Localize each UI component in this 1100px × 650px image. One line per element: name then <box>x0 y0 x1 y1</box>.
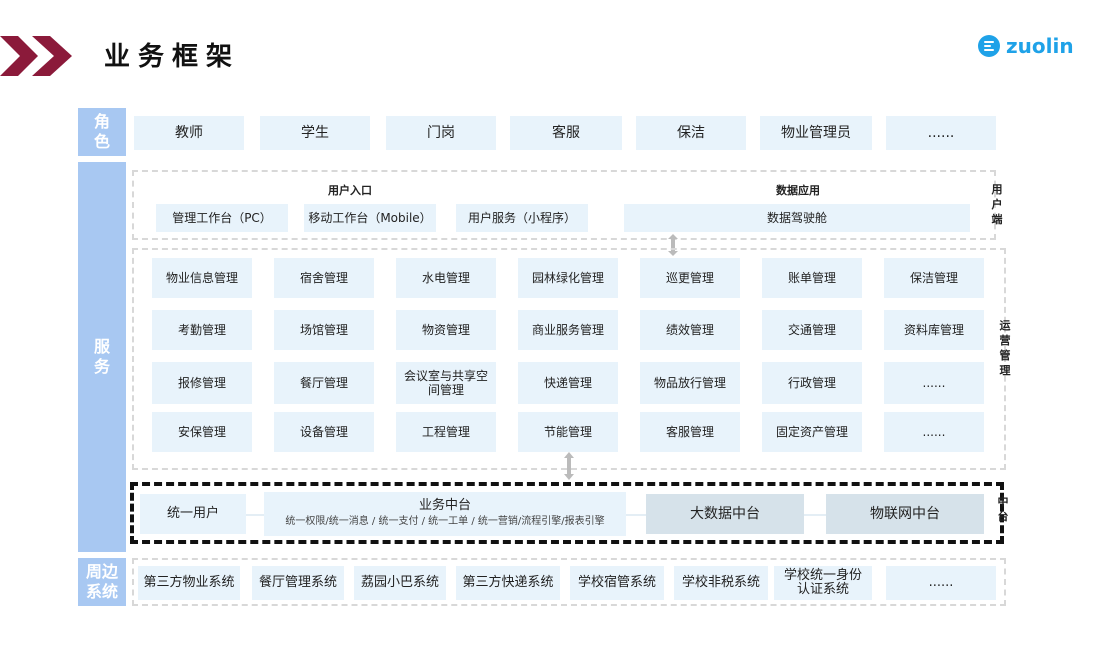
ops-cleaning: 保洁管理 <box>884 258 984 298</box>
entry-mobile-workbench: 移动工作台（Mobile） <box>304 204 436 232</box>
ops-fixed-assets: 固定资产管理 <box>762 412 862 452</box>
connector-line <box>804 514 826 516</box>
ops-attendance: 考勤管理 <box>152 310 252 350</box>
ops-more-2: ...... <box>884 412 984 452</box>
ops-billing: 账单管理 <box>762 258 862 298</box>
role-gatekeeper: 门岗 <box>386 116 496 150</box>
section-label-user-end: 用户端 <box>991 183 1003 226</box>
role-more: ...... <box>886 116 996 150</box>
section-label-operations: 运营管理 <box>999 319 1011 377</box>
ops-meeting-space: 会议室与共享空间管理 <box>396 362 496 404</box>
role-customer-service: 客服 <box>510 116 622 150</box>
periphery-campus-bus: 荔园小巴系统 <box>354 566 446 600</box>
arrow-updown-icon <box>564 452 574 480</box>
business-platform-sub: 统一权限/统一消息 / 统一支付 / 统一工单 / 统一营销/流程引擎/报表引擎 <box>285 516 605 527</box>
data-app-title: 数据应用 <box>776 184 820 197</box>
ops-property-info: 物业信息管理 <box>152 258 252 298</box>
periphery-dorm-system: 学校宿管系统 <box>570 566 664 600</box>
ops-dormitory: 宿舍管理 <box>274 258 374 298</box>
brand-logo: zuolin <box>978 34 1074 58</box>
user-end-frame <box>132 170 996 240</box>
arrow-updown-icon <box>668 234 678 256</box>
periphery-canteen-system: 餐厅管理系统 <box>252 566 344 600</box>
ops-more-1: ...... <box>884 362 984 404</box>
periphery-non-tax-system: 学校非税系统 <box>674 566 768 600</box>
ops-engineering: 工程管理 <box>396 412 496 452</box>
periphery-more: ...... <box>886 566 996 600</box>
ops-administration: 行政管理 <box>762 362 862 404</box>
connector-line <box>626 514 646 516</box>
ops-repair: 报修管理 <box>152 362 252 404</box>
periphery-frame <box>132 558 1006 606</box>
ops-patrol: 巡更管理 <box>640 258 740 298</box>
role-property-admin: 物业管理员 <box>760 116 872 150</box>
side-label-services: 服务 <box>78 162 126 552</box>
ops-item-release: 物品放行管理 <box>640 362 740 404</box>
big-data-platform: 大数据中台 <box>646 494 804 534</box>
section-label-middle: 中台 <box>997 495 1009 523</box>
entry-miniprogram: 用户服务（小程序） <box>456 204 588 232</box>
ops-express: 快递管理 <box>518 362 618 404</box>
role-teacher: 教师 <box>134 116 244 150</box>
role-student: 学生 <box>260 116 370 150</box>
side-label-roles: 角色 <box>78 108 126 156</box>
ops-venue: 场馆管理 <box>274 310 374 350</box>
ops-performance: 绩效管理 <box>640 310 740 350</box>
periphery-third-party-property: 第三方物业系统 <box>138 566 240 600</box>
connector-line <box>246 514 266 516</box>
ops-equipment: 设备管理 <box>274 412 374 452</box>
header-chevrons <box>0 34 80 78</box>
unified-user: 统一用户 <box>140 494 246 534</box>
ops-commercial: 商业服务管理 <box>518 310 618 350</box>
data-cockpit: 数据驾驶舱 <box>624 204 970 232</box>
middle-platform-frame <box>130 482 1004 544</box>
business-platform-title: 业务中台 <box>418 498 471 513</box>
periphery-third-party-express: 第三方快递系统 <box>456 566 560 600</box>
ops-customer-service: 客服管理 <box>640 412 740 452</box>
logo-text: zuolin <box>1006 34 1074 58</box>
ops-water-electric: 水电管理 <box>396 258 496 298</box>
ops-supplies: 物资管理 <box>396 310 496 350</box>
entry-pc-workbench: 管理工作台（PC） <box>156 204 288 232</box>
side-label-periphery: 周边系统 <box>78 558 126 606</box>
logo-icon <box>978 35 1000 57</box>
user-entry-title: 用户入口 <box>328 184 372 197</box>
ops-traffic: 交通管理 <box>762 310 862 350</box>
ops-landscaping: 园林绿化管理 <box>518 258 618 298</box>
ops-security: 安保管理 <box>152 412 252 452</box>
periphery-identity-system: 学校统一身份认证系统 <box>774 566 872 600</box>
chevron-right-icon <box>0 36 72 76</box>
ops-energy: 节能管理 <box>518 412 618 452</box>
ops-documents: 资料库管理 <box>884 310 984 350</box>
iot-platform: 物联网中台 <box>826 494 984 534</box>
business-platform: 业务中台 统一权限/统一消息 / 统一支付 / 统一工单 / 统一营销/流程引擎… <box>264 492 626 536</box>
role-cleaner: 保洁 <box>636 116 746 150</box>
ops-canteen: 餐厅管理 <box>274 362 374 404</box>
page-title: 业务框架 <box>104 42 241 72</box>
